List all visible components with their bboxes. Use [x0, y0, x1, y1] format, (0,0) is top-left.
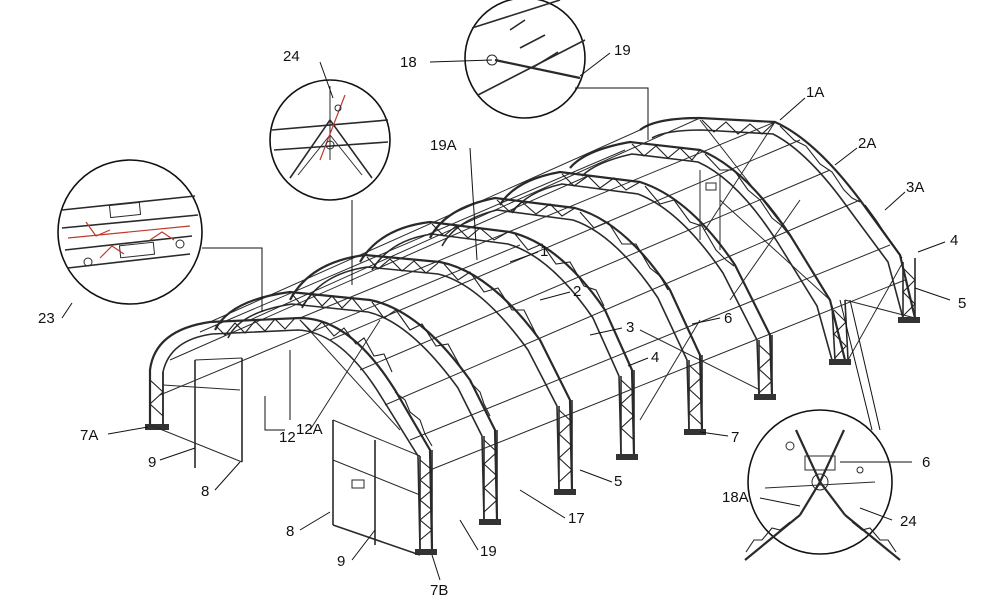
- label-4-right: 4: [950, 232, 958, 249]
- arch-5: [429, 196, 704, 431]
- label-9-left: 9: [148, 454, 156, 471]
- leader-lines: [61, 52, 951, 581]
- label-5-right: 5: [958, 295, 966, 312]
- label-19A: 19A: [430, 137, 457, 154]
- part-labels: 1A 2A 3A 4 5 18 19 24 19A 23 1 2 3 4 6 7…: [38, 42, 966, 599]
- detail-circle-18A: [744, 409, 901, 561]
- label-23: 23: [38, 310, 55, 327]
- label-9-bottom: 9: [337, 553, 345, 570]
- truss-lacing: [214, 119, 903, 447]
- label-7A: 7A: [80, 427, 98, 444]
- label-3A: 3A: [906, 179, 924, 196]
- label-17: 17: [568, 510, 585, 527]
- label-7: 7: [731, 429, 739, 446]
- detail-circle-18-19: [464, 0, 586, 119]
- label-6-detail: 6: [922, 454, 930, 471]
- label-8-bottom: 8: [286, 523, 294, 540]
- cross-bracing: [299, 119, 916, 431]
- label-24-top: 24: [283, 48, 300, 65]
- label-2A: 2A: [858, 135, 876, 152]
- label-3: 3: [626, 319, 634, 336]
- label-4: 4: [651, 349, 659, 366]
- tent-frame: [145, 116, 920, 556]
- front-wall: [149, 357, 243, 468]
- legs: [149, 258, 916, 550]
- arch-3: [289, 253, 574, 491]
- label-12: 12: [279, 429, 296, 446]
- label-24-detail: 24: [900, 513, 917, 530]
- arch-2: [214, 290, 499, 521]
- label-5: 5: [614, 473, 622, 490]
- label-1: 1: [540, 243, 548, 260]
- label-19-bottom: 19: [480, 543, 497, 560]
- label-12A: 12A: [296, 421, 323, 438]
- arch-6: [499, 170, 774, 396]
- label-7B: 7B: [430, 582, 448, 599]
- label-2: 2: [573, 283, 581, 300]
- arch-7: [569, 140, 847, 361]
- label-19-top: 19: [614, 42, 631, 59]
- side-door: [332, 419, 421, 556]
- back-door: [699, 170, 721, 250]
- label-6: 6: [724, 310, 732, 327]
- label-18-top: 18: [400, 54, 417, 71]
- arch-4: [359, 220, 636, 456]
- label-8-left: 8: [201, 483, 209, 500]
- base-plates: [145, 317, 920, 555]
- detail-circle-24: [269, 79, 391, 201]
- label-1A: 1A: [806, 84, 824, 101]
- detail-circle-23: [57, 159, 203, 305]
- label-18A: 18A: [722, 489, 749, 506]
